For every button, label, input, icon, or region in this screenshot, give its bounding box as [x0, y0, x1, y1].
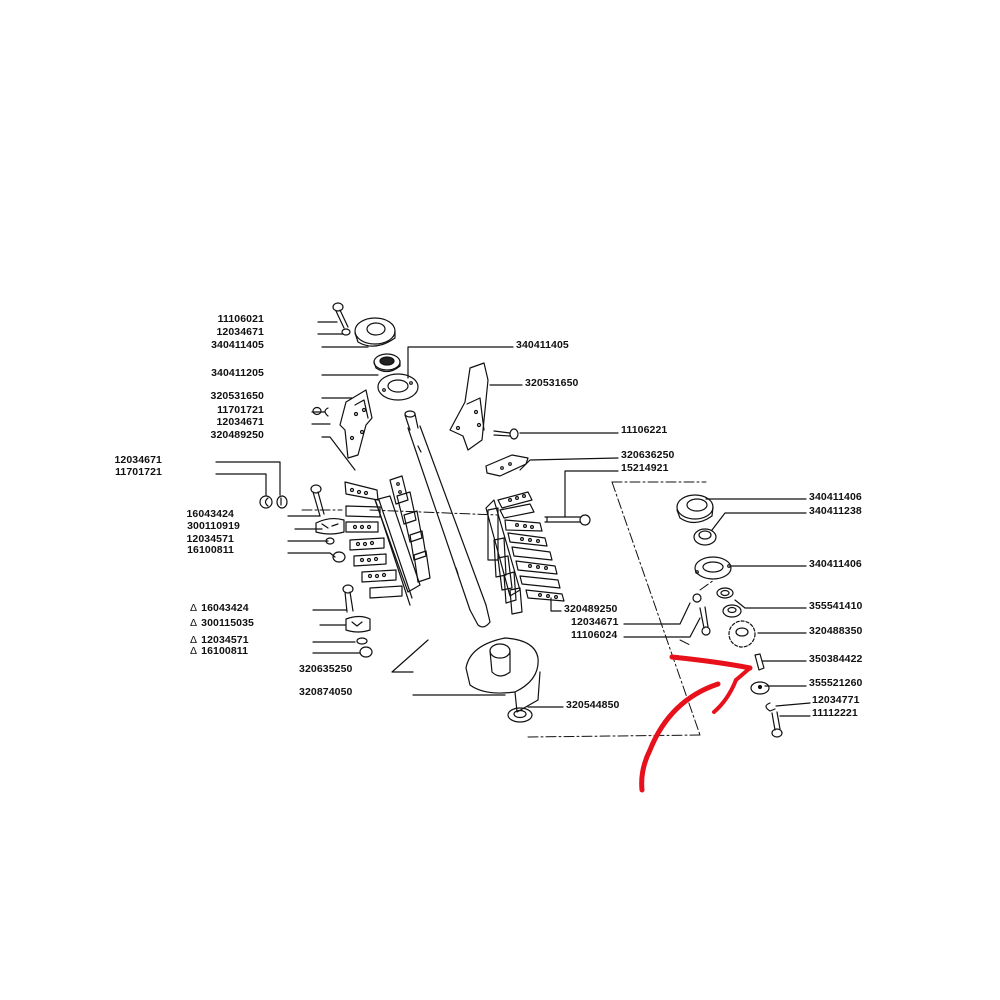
bracket-320531650-right	[449, 362, 489, 451]
part-label: 320531650	[210, 390, 264, 402]
red-arrow-annotation	[639, 654, 753, 793]
nut-11701721-left	[259, 495, 273, 509]
delta-marker-icon: Δ	[190, 645, 198, 657]
part-label: 12034571	[186, 533, 234, 545]
part-label: 11701721	[115, 466, 162, 478]
circlip-12034671-top	[324, 407, 329, 417]
flange-340411406-lower	[694, 556, 732, 580]
shaft-320635250	[404, 410, 491, 628]
plate-320636250	[485, 454, 529, 477]
part-label: 340411405	[516, 339, 569, 351]
bolt-15214921	[544, 514, 591, 526]
rotor-left-knives	[344, 475, 431, 606]
part-label: 11106221	[621, 424, 668, 436]
part-label: 300110919	[187, 520, 240, 532]
part-label: 340411405	[211, 339, 264, 351]
flange-340411405-mid	[377, 373, 419, 401]
part-label: 320635250	[299, 663, 353, 675]
clamp-300115035	[345, 615, 371, 633]
nut-11701721-top	[312, 406, 322, 416]
rotor-disc-320874050	[465, 637, 541, 713]
bearing-340411205	[373, 353, 401, 373]
bolt-11106024	[699, 606, 711, 636]
pin-350384422	[754, 653, 765, 671]
sprocket-320488350	[728, 620, 756, 648]
washer-12034571-upper	[325, 537, 335, 545]
delta-marker-icon: Δ	[190, 602, 198, 614]
washer-12034671-right	[692, 593, 702, 603]
part-label: 11701721	[217, 404, 264, 416]
bolt-11112221	[771, 711, 783, 738]
bolt-11106221	[493, 428, 519, 440]
part-label: 16043424	[186, 508, 234, 520]
part-label: 340411406	[809, 491, 862, 503]
delta-marker-icon: Δ	[190, 617, 198, 629]
part-label: 12034671	[114, 454, 162, 466]
bolt-16043424-lower	[342, 584, 354, 613]
part-label: 340411238	[809, 505, 862, 517]
leader-lines-right	[407, 346, 811, 717]
bolt-16043424-upper	[310, 484, 325, 517]
bolt-11106021	[332, 302, 349, 329]
washer-12034671	[341, 328, 351, 336]
flange-340411405-top	[354, 317, 396, 347]
part-label: 355541410	[809, 600, 863, 612]
washer-355521260	[750, 681, 770, 695]
part-label: 12034671	[216, 416, 264, 428]
centerlines	[301, 481, 715, 738]
part-label: 320531650	[525, 377, 579, 389]
part-label: 11112221	[812, 707, 858, 719]
nut-16100811-upper	[332, 551, 346, 563]
part-label: 340411406	[809, 558, 862, 570]
part-label: 320488350	[809, 625, 863, 637]
spacers-355541410	[716, 587, 742, 618]
washer-320544850	[507, 707, 533, 723]
bracket-320531650-left	[339, 389, 373, 459]
clamp-300110919	[315, 517, 345, 535]
part-label: 355521260	[809, 677, 863, 689]
part-label: 11106021	[217, 313, 264, 325]
part-label: 16100811	[187, 544, 234, 556]
rotor-right-knives	[485, 491, 565, 615]
part-label: 15214921	[621, 462, 669, 474]
part-label: 320489250	[210, 429, 264, 441]
part-label: 320544850	[566, 699, 620, 711]
part-label-highlighted: 350384422	[809, 653, 863, 665]
nut-16100811-lower	[359, 646, 373, 658]
part-label: 11106024	[571, 629, 618, 641]
washer-12034571-lower	[356, 637, 368, 645]
part-label: 12034671	[571, 616, 619, 628]
part-label: 340411205	[211, 367, 264, 379]
part-label: 320874050	[299, 686, 353, 698]
circlip-12034671-left	[276, 495, 288, 509]
flange-340411406-top	[676, 494, 714, 524]
part-label: 12034671	[216, 326, 264, 338]
part-label: 12034771	[812, 694, 860, 706]
part-label: 320636250	[621, 449, 675, 461]
part-label: 320489250	[564, 603, 618, 615]
bearing-340411238	[693, 528, 717, 546]
delta-marker-icon: Δ	[190, 634, 198, 646]
circlip-12034771	[765, 702, 776, 712]
